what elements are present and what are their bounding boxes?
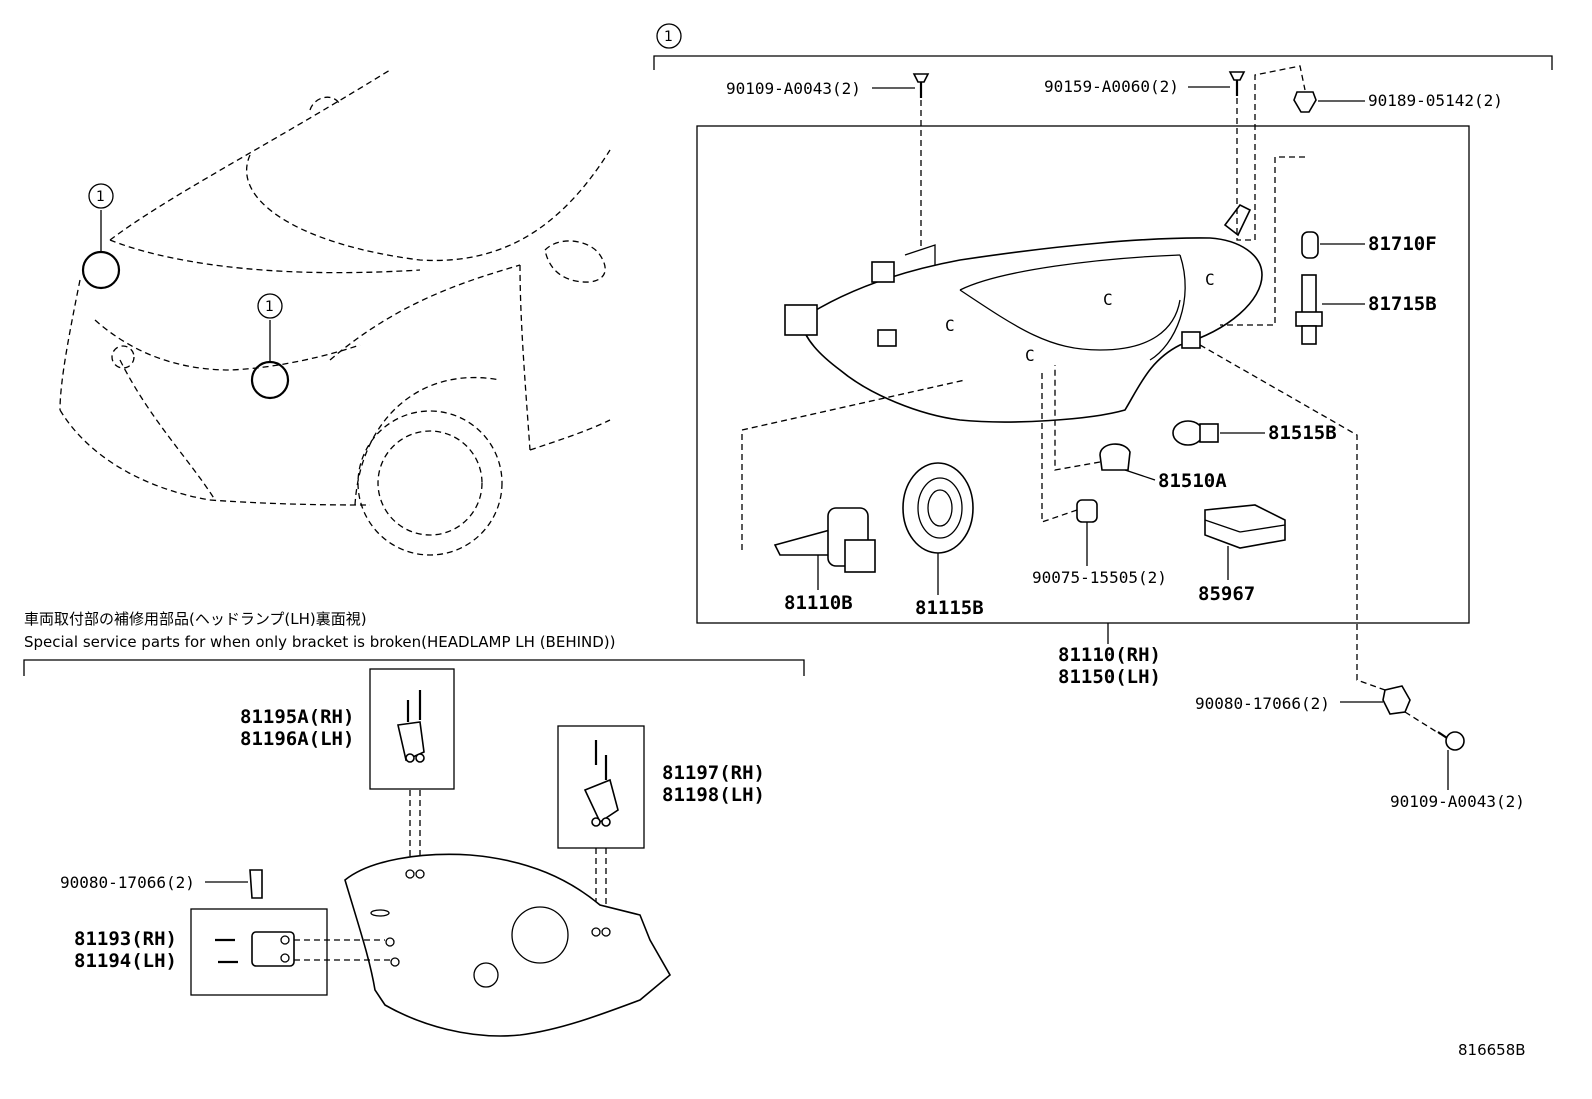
clip-icon xyxy=(1293,91,1317,113)
cap-icon xyxy=(1076,499,1098,523)
part-label: 81198(LH) xyxy=(662,784,765,806)
socket-icon xyxy=(1295,274,1323,345)
assembly-label-lh: 81150(LH) xyxy=(1058,666,1161,688)
bulb-icon xyxy=(773,507,876,573)
svg-text:C: C xyxy=(1205,270,1215,289)
ref-marker-circle xyxy=(88,183,114,209)
part-label: 90080-17066(2) xyxy=(1195,694,1330,713)
nut-icon xyxy=(1382,685,1411,715)
ref-marker: 1 xyxy=(96,189,105,205)
bracket-icon xyxy=(397,690,425,763)
part-label: 90159-A0060(2) xyxy=(1044,77,1179,96)
ref-marker: 1 xyxy=(664,29,673,45)
part-label: 81194(LH) xyxy=(74,950,177,972)
part-label: 90109-A0043(2) xyxy=(726,79,861,98)
headlamp-assembly-box xyxy=(696,125,1470,624)
part-label: 85967 xyxy=(1198,583,1255,605)
screw-icon xyxy=(912,73,930,98)
part-label: 90080-17066(2) xyxy=(60,873,195,892)
headlamp-housing xyxy=(799,237,1263,423)
bracket-icon xyxy=(215,931,295,967)
headlamp-back-housing xyxy=(344,853,672,1037)
nut-icon xyxy=(249,869,263,899)
bracket-c-box xyxy=(190,908,328,996)
part-label: 81195A(RH) xyxy=(240,706,354,728)
bracket-b-box xyxy=(557,725,645,849)
bulb-icon xyxy=(1301,231,1319,259)
ref-marker: 1 xyxy=(265,299,274,315)
cover-icon xyxy=(902,462,974,554)
part-label: 81515B xyxy=(1268,422,1337,444)
svg-text:C: C xyxy=(1103,290,1113,309)
assembly-label-rh: 81110(RH) xyxy=(1058,644,1161,666)
bracket-a-box xyxy=(369,668,455,790)
part-label: 81115B xyxy=(915,597,984,619)
svg-text:C: C xyxy=(1025,346,1035,365)
svg-text:C: C xyxy=(945,316,955,335)
module-icon xyxy=(1204,504,1286,549)
part-label: 81510A xyxy=(1158,470,1227,492)
caption-english: Special service parts for when only brac… xyxy=(24,633,616,651)
part-label: 90189-05142(2) xyxy=(1368,91,1503,110)
part-label: 90075-15505(2) xyxy=(1032,568,1167,587)
bulb-icon xyxy=(1099,443,1131,471)
ref-marker-circle xyxy=(257,293,283,319)
part-label: 81197(RH) xyxy=(662,762,765,784)
bolt-icon xyxy=(1437,731,1465,751)
screw-icon xyxy=(1228,71,1246,96)
service-parts-group: 車両取付部の補修用部品(ヘッドランプ(LH)裏面視) Special servi… xyxy=(23,610,805,1037)
part-label: 81715B xyxy=(1368,293,1437,315)
diagram-id: 816658B xyxy=(1458,1041,1526,1059)
part-label: 90109-A0043(2) xyxy=(1390,792,1525,811)
bracket-icon xyxy=(583,740,619,827)
vehicle-front-view: 1 1 xyxy=(59,69,611,556)
part-label: 81110B xyxy=(784,592,853,614)
assembly-group: 1 C C C C 90109-A0043(2) xyxy=(653,23,1553,811)
part-label: 81710F xyxy=(1368,233,1437,255)
caption-japanese: 車両取付部の補修用部品(ヘッドランプ(LH)裏面視) xyxy=(24,610,367,628)
socket-icon xyxy=(1172,420,1219,446)
part-label: 81196A(LH) xyxy=(240,728,354,750)
part-label: 81193(RH) xyxy=(74,928,177,950)
